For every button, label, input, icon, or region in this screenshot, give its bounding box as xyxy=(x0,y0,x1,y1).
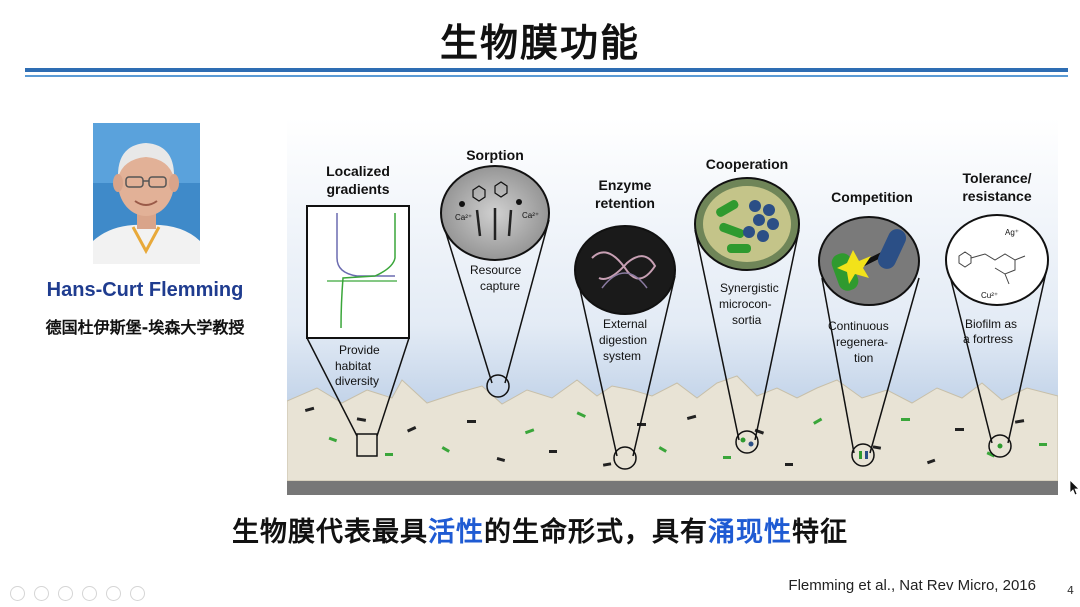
panel-cooperation: Cooperation Synergistic microcon- sortia xyxy=(694,156,800,454)
pen-icon[interactable] xyxy=(58,586,73,601)
zoom-icon[interactable] xyxy=(82,586,97,601)
panel-desc: capture xyxy=(480,279,520,293)
panel-desc: regenera- xyxy=(836,335,888,349)
panel-desc: diversity xyxy=(335,374,379,388)
caption-highlight: 涌现性 xyxy=(708,517,792,548)
panel-title: resistance xyxy=(962,188,1031,204)
bacteria-scatter xyxy=(304,406,1047,467)
caption-text: 的生命形式，具有 xyxy=(484,517,708,548)
panel-desc: Biofilm as xyxy=(965,317,1017,331)
person-affiliation: 德国杜伊斯堡-埃森大学教授 xyxy=(45,318,245,337)
person-name: Hans-Curt Flemming xyxy=(46,279,244,301)
panel-title: retention xyxy=(595,195,655,211)
panel-desc: tion xyxy=(854,351,873,365)
panel-title: Tolerance/ xyxy=(963,170,1032,186)
portrait-photo xyxy=(93,123,200,264)
slide-caption: 生物膜代表最具活性的生命形式，具有涌现性特征 xyxy=(0,510,1080,549)
ion-label: Ca²⁺ xyxy=(455,213,472,222)
panel-desc: Provide xyxy=(339,343,380,357)
mouse-cursor-icon xyxy=(1069,479,1080,500)
slide-title: 生物膜功能 xyxy=(439,21,640,65)
caption-highlight: 活性 xyxy=(428,517,484,548)
title-rule-thin xyxy=(25,75,1068,77)
caption-text: 生物膜代表最具 xyxy=(232,517,428,548)
title-rule xyxy=(25,68,1068,72)
panel-title: gradients xyxy=(326,181,389,197)
citation: Flemming et al., Nat Rev Micro, 2016 xyxy=(788,577,1036,594)
panel-title: Enzyme xyxy=(599,177,652,193)
presentation-toolbar xyxy=(10,586,145,601)
panel-sorption: Sorption Ca²⁺ Ca²⁺ Resource capture xyxy=(440,147,550,398)
ion-label: Cu²⁺ xyxy=(981,291,998,300)
panel-desc: digestion xyxy=(599,333,647,347)
panel-desc: system xyxy=(603,349,641,363)
panel-localized-gradients: Localized gradients Provide habitat dive… xyxy=(306,163,410,457)
panel-title: Sorption xyxy=(466,147,524,163)
panel-title: Localized xyxy=(326,163,390,179)
biofilm-functions-diagram: Localized gradients Provide habitat dive… xyxy=(287,118,1058,495)
more-icon[interactable] xyxy=(130,586,145,601)
grid-icon[interactable] xyxy=(106,586,121,601)
next-slide-icon[interactable] xyxy=(34,586,49,601)
panel-desc: External xyxy=(603,317,647,331)
panel-desc: Synergistic xyxy=(720,281,779,295)
caption-text: 特征 xyxy=(792,517,848,548)
page-number: 4 xyxy=(1067,584,1074,597)
panel-desc: microcon- xyxy=(719,297,772,311)
prev-slide-icon[interactable] xyxy=(10,586,25,601)
panel-desc: Continuous xyxy=(828,319,889,333)
panel-desc: sortia xyxy=(732,313,762,327)
panel-competition: Competition Continuous regenera- tion xyxy=(818,189,920,467)
panel-enzyme-retention: Enzyme retention External digestion syst… xyxy=(574,177,676,470)
panel-title: Competition xyxy=(831,189,913,205)
panel-title: Cooperation xyxy=(706,156,788,172)
panel-desc: Resource xyxy=(470,263,522,277)
panel-desc: a fortress xyxy=(963,332,1013,346)
ion-label: Ca²⁺ xyxy=(522,211,539,220)
panel-tolerance-resistance: Tolerance/ resistance Ag⁺ Cu²⁺ Biofilm a… xyxy=(945,170,1049,458)
panel-desc: habitat xyxy=(335,359,372,373)
ion-label: Ag⁺ xyxy=(1005,228,1019,237)
